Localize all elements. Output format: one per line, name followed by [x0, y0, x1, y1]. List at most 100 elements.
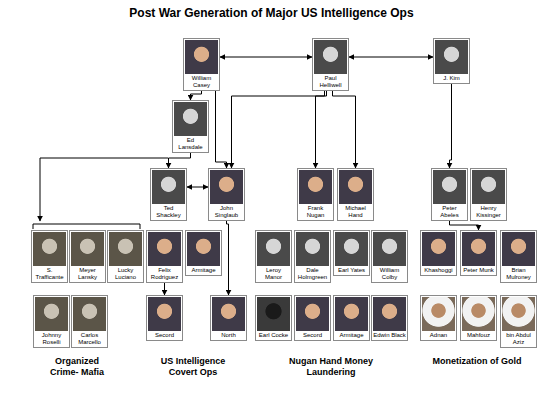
person-box: Lucky Luciano — [107, 230, 144, 283]
link-arrow — [450, 84, 452, 168]
portrait-photo — [462, 232, 495, 266]
portrait-photo — [148, 232, 181, 266]
person-box: J. Kim — [433, 38, 470, 84]
portrait-photo — [296, 232, 329, 266]
group-label: Monetization of Gold — [432, 356, 522, 367]
person-name: Earl Yates — [335, 266, 368, 274]
person-name: William Casey — [185, 74, 218, 89]
portrait-photo — [435, 40, 468, 74]
person-box: Dale Holmgreen — [294, 230, 331, 283]
person-name: Paul Helliwell — [314, 74, 347, 89]
person-name: Michael Hand — [339, 204, 372, 219]
person-name: Secord — [148, 331, 181, 339]
portrait-photo — [422, 232, 455, 266]
person-name: Ed Lansdale — [174, 136, 207, 151]
link-arrow — [164, 283, 165, 295]
person-box: Michael Hand — [337, 168, 374, 221]
person-name: Ted Shackley — [152, 204, 185, 219]
portrait-photo — [462, 297, 495, 331]
person-name: William Colby — [373, 266, 406, 281]
person-box: Adnan — [420, 295, 457, 341]
portrait-photo — [502, 232, 535, 266]
portrait-photo — [210, 170, 243, 204]
person-name: Secord — [296, 331, 329, 339]
person-box: Carlos Marcello — [71, 295, 108, 348]
person-name: Edwin Black — [373, 331, 406, 339]
person-name: North — [212, 331, 245, 339]
portrait-photo — [373, 232, 406, 266]
link-arrow — [220, 57, 312, 58]
person-name: Peter Abeles — [433, 204, 466, 219]
link-arrow — [216, 91, 227, 168]
portrait-photo — [299, 170, 332, 204]
bracket-feed-line — [40, 158, 168, 221]
person-box: Secord — [146, 295, 183, 341]
person-box: Armitage — [185, 230, 222, 276]
link-arrow — [333, 91, 356, 168]
person-box: Earl Cocke — [255, 295, 292, 341]
person-name: Henry Kissinger — [472, 204, 505, 219]
person-name: S. Trafficante — [33, 266, 66, 281]
person-name: Meyer Lansky — [71, 266, 104, 281]
person-box: North — [210, 295, 247, 341]
link-arrow — [232, 91, 325, 168]
person-box: Peter Munk — [460, 230, 497, 276]
person-box: Earl Yates — [333, 230, 370, 276]
person-box: William Colby — [371, 230, 408, 283]
person-name: Mahfouz — [462, 331, 495, 339]
portrait-photo — [314, 40, 347, 74]
person-box: Johnny Roselli — [33, 295, 70, 348]
person-name: Armitage — [335, 331, 368, 339]
person-box: Paul Helliwell — [312, 38, 349, 91]
portrait-photo — [33, 232, 66, 266]
person-box: John Singlaub — [208, 168, 245, 221]
portrait-photo — [109, 232, 142, 266]
portrait-photo — [433, 170, 466, 204]
person-name: Lucky Luciano — [109, 266, 142, 281]
person-name: Peter Munk — [462, 266, 495, 274]
diagram-title: Post War Generation of Major US Intellig… — [0, 6, 543, 20]
portrait-photo — [71, 232, 104, 266]
link-arrow — [450, 221, 479, 230]
person-box: Ed Lansdale — [172, 100, 209, 153]
person-name: Khashoggi — [422, 266, 455, 274]
person-name: Adnan — [422, 331, 455, 339]
person-box: Leroy Manor — [255, 230, 292, 283]
person-box: Frank Nugan — [297, 168, 334, 221]
link-arrow — [191, 91, 202, 100]
portrait-photo — [185, 40, 218, 74]
person-name: bin Abdul Aziz — [502, 331, 535, 346]
portrait-photo — [339, 170, 372, 204]
portrait-photo — [502, 297, 535, 331]
group-label: Organized Crime- Mafia — [44, 356, 110, 378]
person-box: Armitage — [333, 295, 370, 341]
portrait-photo — [257, 297, 290, 331]
person-box: Meyer Lansky — [69, 230, 106, 283]
person-name: Felix Rodriguez — [148, 266, 181, 281]
person-name: Johnny Roselli — [35, 331, 68, 346]
portrait-photo — [152, 170, 185, 204]
person-name: Frank Nugan — [299, 204, 332, 219]
portrait-photo — [174, 102, 207, 136]
portrait-photo — [472, 170, 505, 204]
person-name: Dale Holmgreen — [296, 266, 329, 281]
person-box: Peter Abeles — [431, 168, 468, 221]
person-box: Khashoggi — [420, 230, 457, 276]
portrait-photo — [187, 232, 220, 266]
person-box: Ted Shackley — [150, 168, 187, 221]
portrait-photo — [335, 232, 368, 266]
link-arrow — [187, 187, 208, 188]
person-box: Henry Kissinger — [470, 168, 507, 221]
person-name: Earl Cocke — [257, 331, 290, 339]
portrait-photo — [335, 297, 368, 331]
person-box: Felix Rodriguez — [146, 230, 183, 283]
portrait-photo — [73, 297, 106, 331]
person-name: Leroy Manor — [257, 266, 290, 281]
group-label: Nugan Hand Money Laundering — [285, 356, 377, 378]
person-box: Mahfouz — [460, 295, 497, 341]
group-bracket — [33, 224, 140, 229]
portrait-photo — [257, 232, 290, 266]
person-box: bin Abdul Aziz — [500, 295, 537, 348]
link-arrow — [169, 153, 191, 168]
